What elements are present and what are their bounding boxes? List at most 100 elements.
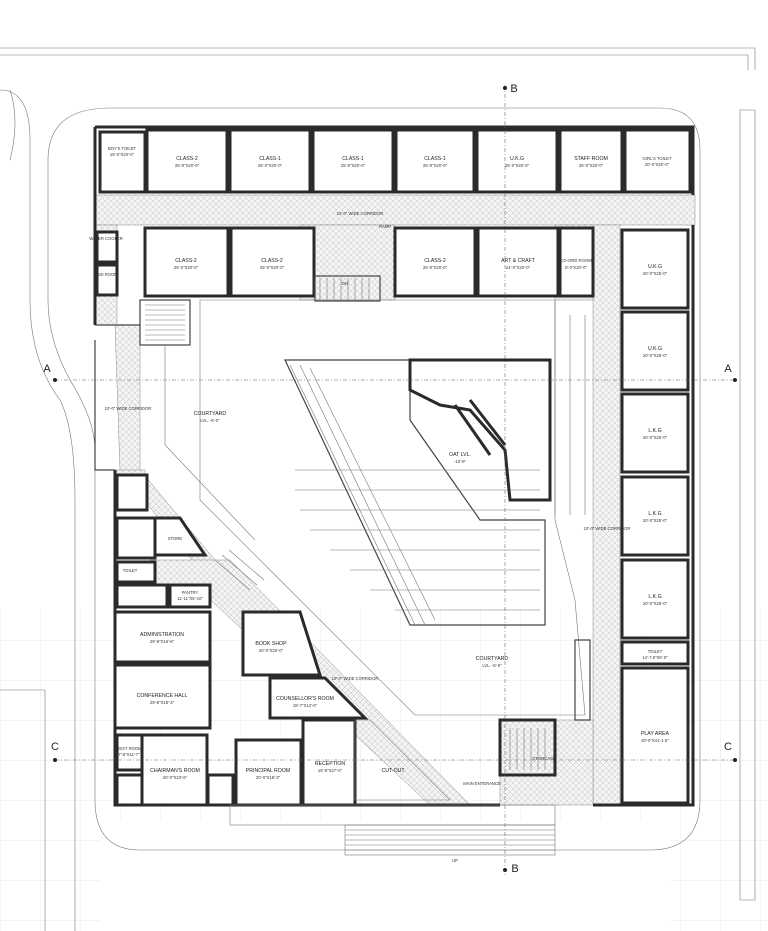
principal-room bbox=[234, 738, 303, 807]
class-top-2-dim: 25'-0"X20'-0" bbox=[258, 163, 283, 168]
section-b-bottom: B bbox=[511, 863, 518, 875]
staff-room bbox=[558, 128, 624, 194]
lkg-r1-room bbox=[620, 392, 690, 474]
lkg-r2-dim: 20'-0"X25'-0" bbox=[643, 518, 668, 523]
class-mid-2-room bbox=[229, 226, 316, 298]
courtyard-2-label: COURTYARD bbox=[476, 656, 509, 662]
class-mid-3-label: CLASS-2 bbox=[424, 258, 446, 264]
med-room-label: MED ROOM bbox=[94, 272, 118, 277]
class-top-2-room bbox=[228, 128, 312, 194]
corridor-left-label: 10'-0" WIDE CORRIDOR bbox=[105, 406, 152, 411]
art-craft-room bbox=[476, 226, 560, 298]
lkg-r2-room bbox=[620, 475, 690, 557]
class-top-4-room bbox=[394, 128, 476, 194]
section-b-top: B bbox=[510, 83, 517, 95]
courtyard-1-label: COURTYARD bbox=[194, 411, 227, 417]
lkg-r3-room bbox=[620, 558, 690, 640]
toilet-label: TOILET bbox=[123, 568, 138, 573]
corridor-top-label: 10'-0" WIDE CORRIDOR bbox=[337, 211, 384, 216]
play-area-room bbox=[620, 666, 690, 805]
pantry-room bbox=[168, 583, 212, 609]
corridor-right-label: 10'-0" WIDE CORRIDOR bbox=[584, 526, 631, 531]
class-mid-1-dim: 25'-0"X20'-0" bbox=[174, 265, 199, 270]
administration-dim: 29'-8"X16'-6" bbox=[150, 639, 175, 644]
book-shop-label: BOOK SHOP bbox=[255, 641, 287, 647]
store-room bbox=[153, 516, 208, 557]
class-top-3-dim: 25'-0"X20'-0" bbox=[341, 163, 366, 168]
section-a-right: A bbox=[724, 363, 732, 375]
boys-toilet-room bbox=[98, 130, 147, 194]
section-c-right: C bbox=[724, 741, 732, 753]
entrance-steps bbox=[229, 804, 556, 856]
toilet-b-room bbox=[115, 583, 169, 609]
class-mid-2-label: CLASS-2 bbox=[261, 258, 283, 264]
ukg-top-room bbox=[475, 128, 559, 194]
class-mid-1-room bbox=[143, 226, 230, 298]
main-entrance-label: MAIN ENTERANCE bbox=[463, 781, 501, 786]
chairmans-room-label: CHAIRMAN'S ROOM bbox=[150, 768, 200, 774]
rest-room-b bbox=[115, 773, 144, 807]
ukg-r2-label: U.K.G bbox=[648, 346, 662, 352]
class-top-1-dim: 25'-0"X20'-0" bbox=[175, 163, 200, 168]
counsellors-room bbox=[268, 676, 369, 720]
staff-room-label: STAFF ROOM bbox=[574, 156, 608, 162]
class-top-2-label: CLASS-1 bbox=[259, 156, 281, 162]
art-craft-label: ART & CRAFT bbox=[501, 258, 536, 264]
oat-level: -10'-6" bbox=[454, 459, 467, 464]
corridor-diag-label: 10'-0" WIDE CORRIDOR bbox=[332, 676, 379, 681]
staircase-mid bbox=[314, 275, 381, 302]
staircase-label: STAIRCASE bbox=[532, 756, 556, 761]
counsellors-room-label: COUNSELLOR'S ROOM bbox=[276, 696, 334, 702]
chairmans-room bbox=[140, 733, 209, 807]
play-area-dim: 20'-0"X41'-1.5" bbox=[641, 738, 669, 743]
toilet-r-dim: 14'-7.5"X6'-0" bbox=[642, 655, 668, 660]
panel-room bbox=[115, 516, 157, 560]
class-top-3-label: CLASS-1 bbox=[342, 156, 364, 162]
courtyard-2-level: LVL. -6'-0" bbox=[482, 663, 502, 668]
med-room bbox=[95, 263, 119, 297]
top-classrooms bbox=[98, 128, 692, 194]
pantry-label: PANTRY bbox=[182, 590, 199, 595]
water-cooler-room bbox=[95, 230, 119, 264]
ukg-r2-dim: 20'-0"X25'-0" bbox=[643, 353, 668, 358]
ukg-r1-room bbox=[620, 228, 690, 310]
staircases bbox=[139, 275, 557, 777]
coord-room-dim: 8'-0"X20'-0" bbox=[565, 265, 587, 270]
girls-toilet-dim: 20'-0"X20'-0" bbox=[645, 162, 670, 167]
ukg-r1-dim: 20'-0"X25'-0" bbox=[643, 271, 668, 276]
reception-dim: 18'-8"X27'-0" bbox=[318, 768, 343, 773]
class-top-3-room bbox=[311, 128, 395, 194]
administration-label: ADMINISTRATION bbox=[140, 632, 184, 638]
staff-room-dim: 25'-0"X20'-0" bbox=[579, 163, 604, 168]
section-a-left: A bbox=[43, 363, 51, 375]
class-mid-3-dim: 25'-0"X20'-0" bbox=[423, 265, 448, 270]
class-top-4-dim: 25'-0"X20'-0" bbox=[423, 163, 448, 168]
water-cooler-label: WATER COOLER bbox=[89, 236, 123, 241]
misc-labels: 10'-0" WIDE CORRIDOR 10'-0" WIDE CORRIDO… bbox=[43, 83, 732, 875]
room-labels: BOY'S TOILET 15'-0"X20'-0" CLASS-2 25'-0… bbox=[108, 146, 672, 780]
toilet-a-room bbox=[115, 560, 157, 584]
cut-out-area bbox=[354, 719, 451, 801]
oat-label: OAT LVL. bbox=[449, 452, 471, 458]
lkg-r1-dim: 20'-0"X25'-0" bbox=[643, 435, 668, 440]
boys-toilet-label: BOY'S TOILET bbox=[108, 146, 137, 151]
admin-wing bbox=[113, 473, 451, 807]
courtyard bbox=[164, 299, 591, 721]
class-mid-2-dim: 25'-0"X20'-0" bbox=[260, 265, 285, 270]
book-shop-dim: 20'-0"X20'-0" bbox=[259, 648, 284, 653]
art-craft-dim: 24'-0"X20'-0" bbox=[506, 265, 531, 270]
class-top-1-label: CLASS-2 bbox=[176, 156, 198, 162]
play-area-label: PLAY AREA bbox=[641, 731, 670, 737]
rest-room-dim: 7'-9"X11'-7" bbox=[118, 752, 140, 757]
toilet-r-label: TOILET bbox=[648, 649, 663, 654]
lkg-r3-dim: 20'-0"X25'-0" bbox=[643, 601, 668, 606]
section-lines bbox=[53, 85, 737, 875]
ukg-r2-room bbox=[620, 310, 690, 392]
conference-hall-label: CONFERENCE HALL bbox=[137, 693, 188, 699]
principal-room-dim: 20'-0"X18'-3" bbox=[256, 775, 281, 780]
section-c-left: C bbox=[51, 741, 59, 753]
ramp-label: RAMP bbox=[379, 224, 391, 229]
ukg-r1-label: U.K.G bbox=[648, 264, 662, 270]
up-label: UP bbox=[452, 858, 458, 863]
